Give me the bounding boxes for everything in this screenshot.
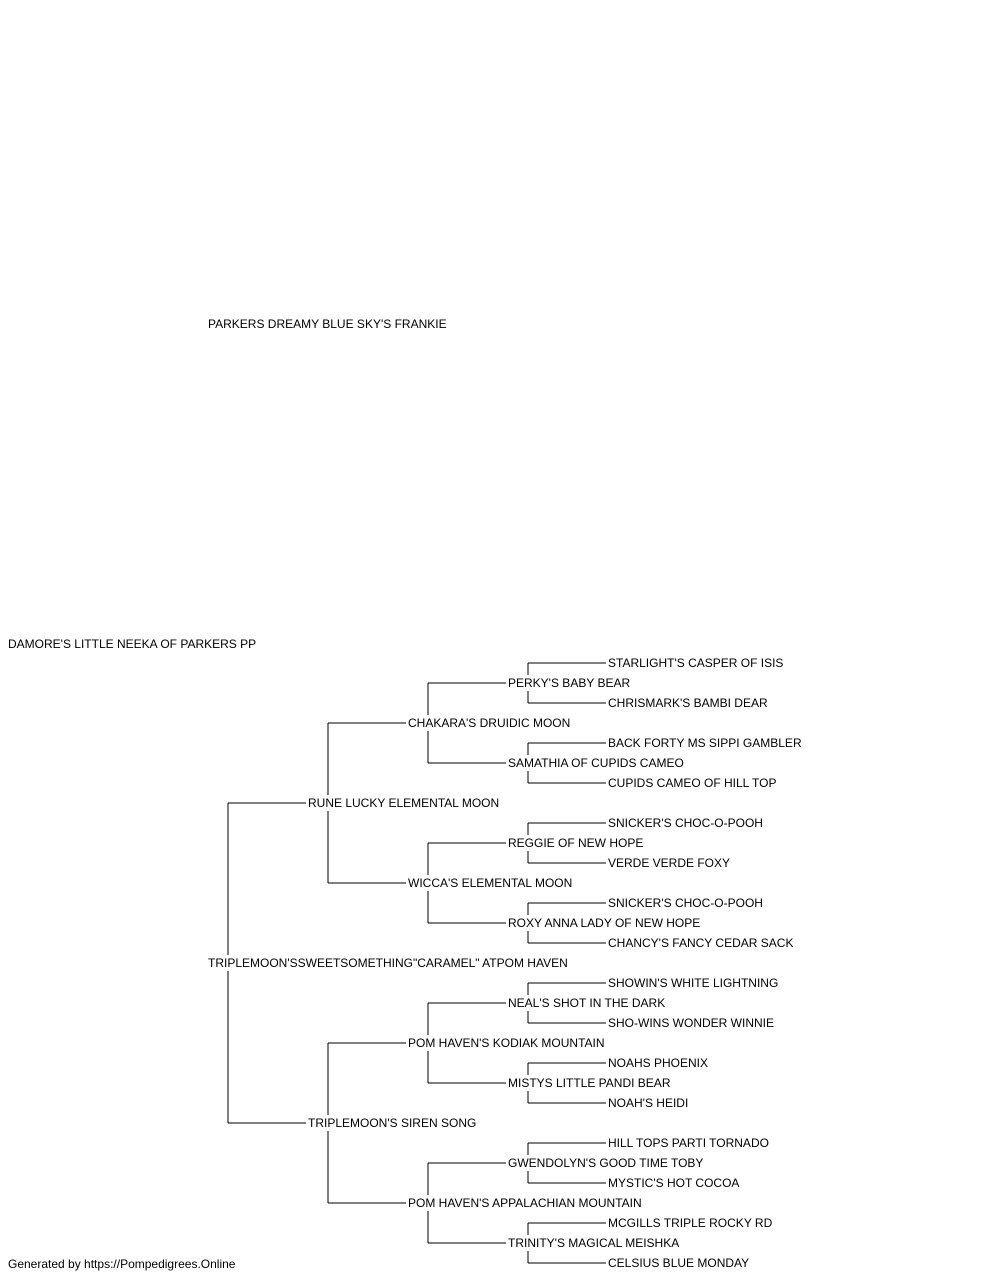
ancestor-gen4: SHO-WINS WONDER WINNIE — [608, 1016, 774, 1030]
ancestor-gen4: VERDE VERDE FOXY — [608, 856, 731, 870]
ancestor-gen0: TRIPLEMOON'SSWEETSOMETHING"CARAMEL" ATPO… — [208, 956, 568, 970]
subject-name: DAMORE'S LITTLE NEEKA OF PARKERS PP — [8, 637, 257, 651]
ancestor-gen4: SNICKER'S CHOC-O-POOH — [608, 816, 763, 830]
ancestor-gen4: MYSTIC'S HOT COCOA — [608, 1176, 740, 1190]
ancestor-gen3: ROXY ANNA LADY OF NEW HOPE — [508, 916, 701, 930]
ancestor-gen4: STARLIGHT'S CASPER OF ISIS — [608, 656, 784, 670]
ancestor-gen2: POM HAVEN'S APPALACHIAN MOUNTAIN — [408, 1196, 642, 1210]
ancestor-gen3: PERKY'S BABY BEAR — [508, 676, 631, 690]
ancestor-gen1: RUNE LUCKY ELEMENTAL MOON — [308, 796, 500, 810]
ancestor-gen4: CHRISMARK'S BAMBI DEAR — [608, 696, 768, 710]
ancestor-gen3: NEAL'S SHOT IN THE DARK — [508, 996, 666, 1010]
ancestor-gen4: CELSIUS BLUE MONDAY — [608, 1256, 750, 1270]
ancestor-gen2: CHAKARA'S DRUIDIC MOON — [408, 716, 571, 730]
ancestor-gen2: WICCA'S ELEMENTAL MOON — [408, 876, 573, 890]
ancestor-gen3: REGGIE OF NEW HOPE — [508, 836, 644, 850]
sire-name: PARKERS DREAMY BLUE SKY'S FRANKIE — [208, 317, 447, 331]
ancestor-gen4: CUPIDS CAMEO OF HILL TOP — [608, 776, 777, 790]
ancestor-gen4: BACK FORTY MS SIPPI GAMBLER — [608, 736, 802, 750]
ancestor-gen3: MISTYS LITTLE PANDI BEAR — [508, 1076, 671, 1090]
ancestor-gen4: NOAHS PHOENIX — [608, 1056, 709, 1070]
ancestor-gen1: TRIPLEMOON'S SIREN SONG — [308, 1116, 477, 1130]
ancestor-gen4: CHANCY'S FANCY CEDAR SACK — [608, 936, 794, 950]
generated-by-footer: Generated by https://Pompedigrees.Online — [8, 1257, 236, 1271]
ancestor-gen4: MCGILLS TRIPLE ROCKY RD — [608, 1216, 773, 1230]
ancestor-gen4: HILL TOPS PARTI TORNADO — [608, 1136, 769, 1150]
ancestor-gen3: TRINITY'S MAGICAL MEISHKA — [508, 1236, 680, 1250]
ancestor-gen4: NOAH'S HEIDI — [608, 1096, 689, 1110]
ancestor-gen3: SAMATHIA OF CUPIDS CAMEO — [508, 756, 684, 770]
ancestor-gen4: SHOWIN'S WHITE LIGHTNING — [608, 976, 779, 990]
ancestor-gen3: GWENDOLYN'S GOOD TIME TOBY — [508, 1156, 704, 1170]
ancestor-gen4: SNICKER'S CHOC-O-POOH — [608, 896, 763, 910]
ancestor-gen2: POM HAVEN'S KODIAK MOUNTAIN — [408, 1036, 605, 1050]
